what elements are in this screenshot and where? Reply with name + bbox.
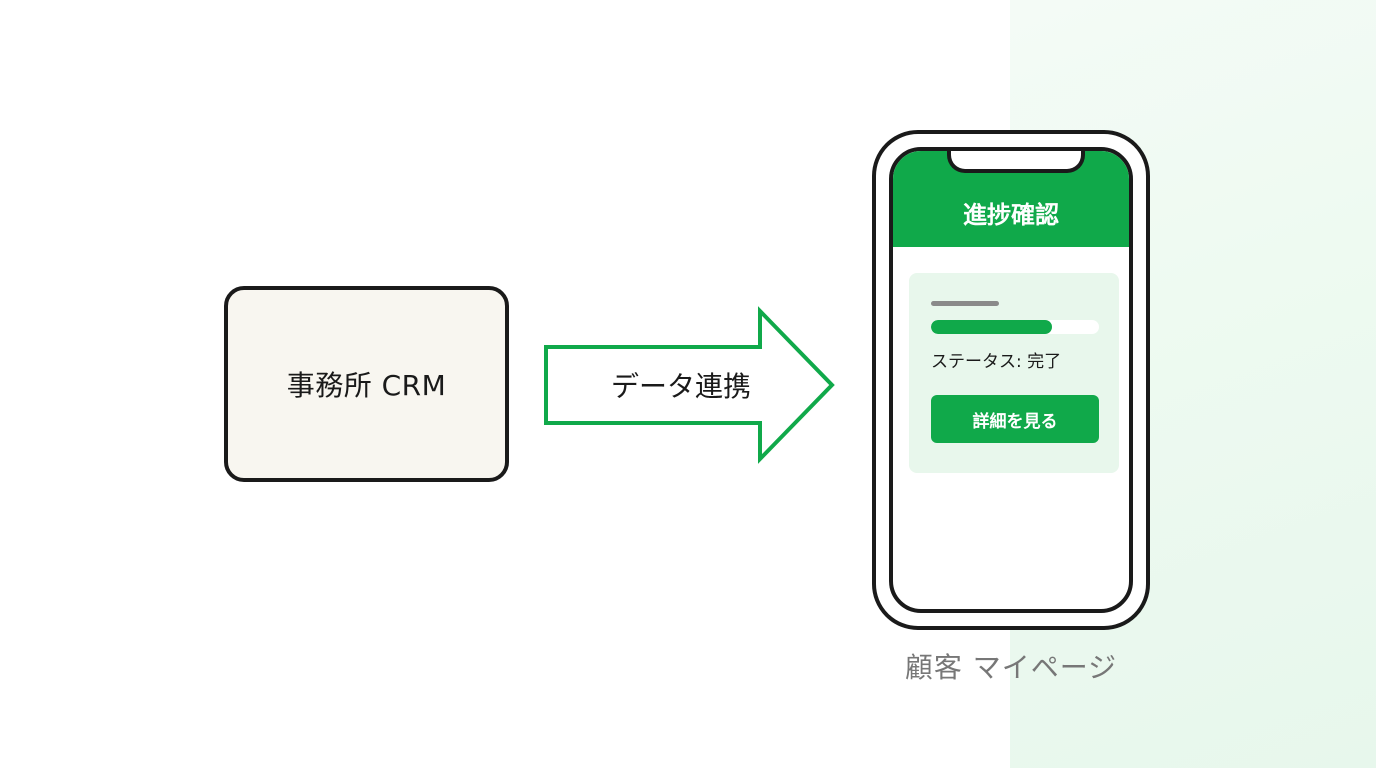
phone-caption: 顧客 マイページ — [904, 651, 1118, 684]
progress-bar-fill — [931, 320, 1052, 334]
phone-notch — [947, 151, 1085, 173]
card-placeholder-line — [931, 301, 999, 306]
screen-title: 進捗確認 — [963, 201, 1059, 229]
view-details-button[interactable]: 詳細を見る — [931, 395, 1099, 443]
status-text: ステータス: 完了 — [931, 352, 1062, 372]
smartphone-mockup: 進捗確認 ステータス: 完了 詳細を見る — [872, 130, 1150, 630]
data-sync-arrow-icon — [544, 306, 835, 464]
progress-bar — [931, 320, 1099, 334]
crm-box: 事務所 CRM — [224, 286, 509, 482]
arrow-label: データ連携 — [610, 370, 751, 403]
phone-screen: 進捗確認 ステータス: 完了 詳細を見る — [889, 147, 1133, 613]
arrow-shape — [544, 306, 835, 464]
crm-label: 事務所 CRM — [286, 369, 447, 402]
status-card: ステータス: 完了 詳細を見る — [909, 273, 1119, 473]
